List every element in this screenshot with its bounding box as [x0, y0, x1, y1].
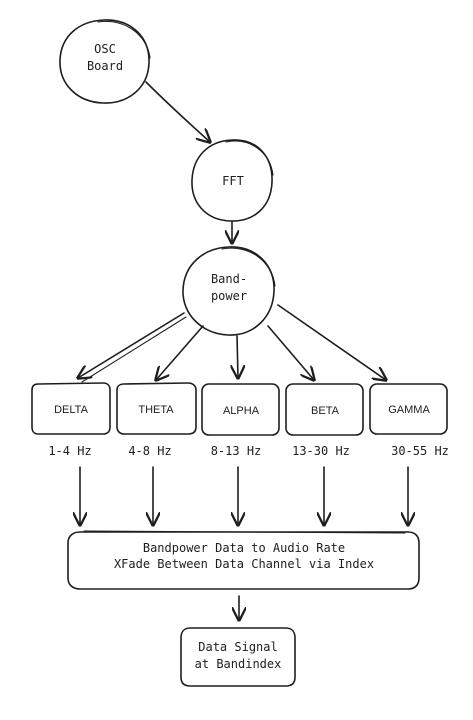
osc-board-node: OSC Board [59, 19, 151, 104]
osc-board-label-line-2: Board [87, 59, 123, 73]
arrow-bandpower-to-alpha [237, 335, 238, 378]
output-box: Data Signal at Bandindex [180, 627, 296, 687]
arrow-bandpower-to-theta [156, 325, 204, 380]
band-theta-range: 4-8 Hz [128, 444, 171, 458]
band-alpha-range: 8-13 Hz [211, 444, 262, 458]
osc-board-label-line-1: OSC [94, 42, 116, 56]
output-label-line-2: at Bandindex [195, 657, 282, 671]
band-beta-label: BETA [311, 405, 340, 417]
band-beta-range: 13-30 Hz [292, 444, 350, 458]
fft-label: FFT [222, 174, 244, 188]
fft-node: FFT [191, 139, 274, 222]
arrow-bandpower-to-gamma [277, 304, 386, 380]
band-beta-box: BETA [285, 383, 364, 436]
process-box: Bandpower Data to Audio Rate XFade Betwe… [67, 530, 420, 590]
process-label-line-1: Bandpower Data to Audio Rate [143, 541, 345, 555]
band-theta-label: THETA [138, 404, 174, 416]
output-label-line-1: Data Signal [198, 640, 277, 654]
band-alpha-box: ALPHA [201, 383, 280, 436]
band-gamma-range: 30-55 Hz [391, 444, 449, 458]
band-alpha-label: ALPHA [223, 405, 260, 417]
band-delta-range: 1-4 Hz [48, 444, 91, 458]
band-delta-label: DELTA [54, 404, 88, 416]
process-label-line-2: XFade Between Data Channel via Index [114, 557, 374, 571]
bandpower-node: Band- power [182, 246, 276, 336]
arrow-bandpower-to-delta [78, 312, 185, 378]
arrow-osc-to-fft [145, 81, 210, 142]
bandpower-label-line-1: Band- [211, 272, 247, 286]
arrow-bandpower-to-delta-double [81, 316, 187, 383]
bandpower-label-line-2: power [211, 289, 247, 303]
band-delta-box: DELTA [31, 382, 111, 435]
arrow-bandpower-to-beta [267, 325, 314, 380]
band-theta-box: THETA [116, 382, 197, 435]
band-gamma-label: GAMMA [388, 404, 430, 416]
band-gamma-box: GAMMA [369, 383, 448, 435]
